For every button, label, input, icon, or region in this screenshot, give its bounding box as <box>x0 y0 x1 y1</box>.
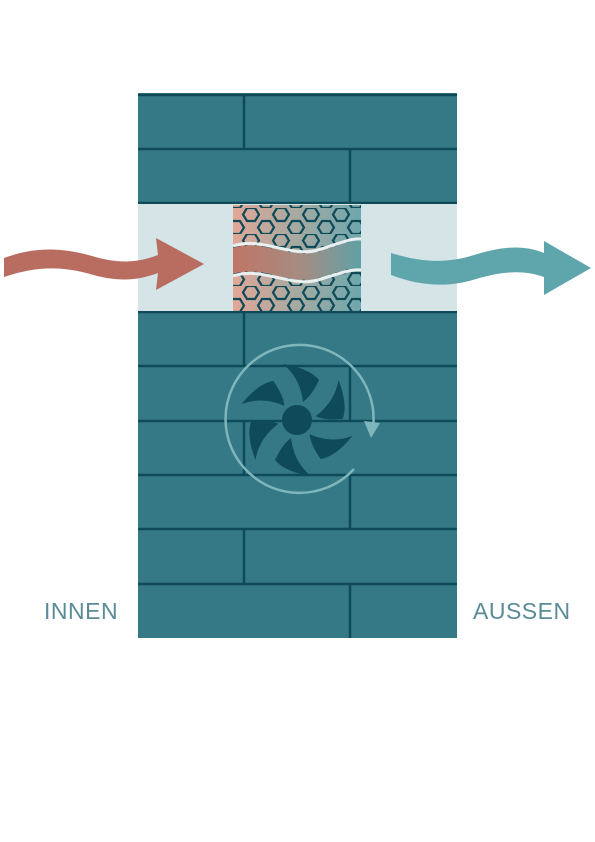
label-outside: AUSSEN <box>473 598 571 624</box>
cool-air-arrow-icon <box>391 241 591 295</box>
rotation-arrowhead-icon <box>364 421 380 438</box>
warm-air-arrow-icon <box>4 238 204 290</box>
fan-icon <box>224 343 380 495</box>
brick-wall <box>138 93 457 638</box>
honeycomb-heat-exchanger-icon <box>233 205 361 311</box>
rotation-arrow-icon <box>224 343 375 495</box>
label-inside: INNEN <box>44 598 119 624</box>
